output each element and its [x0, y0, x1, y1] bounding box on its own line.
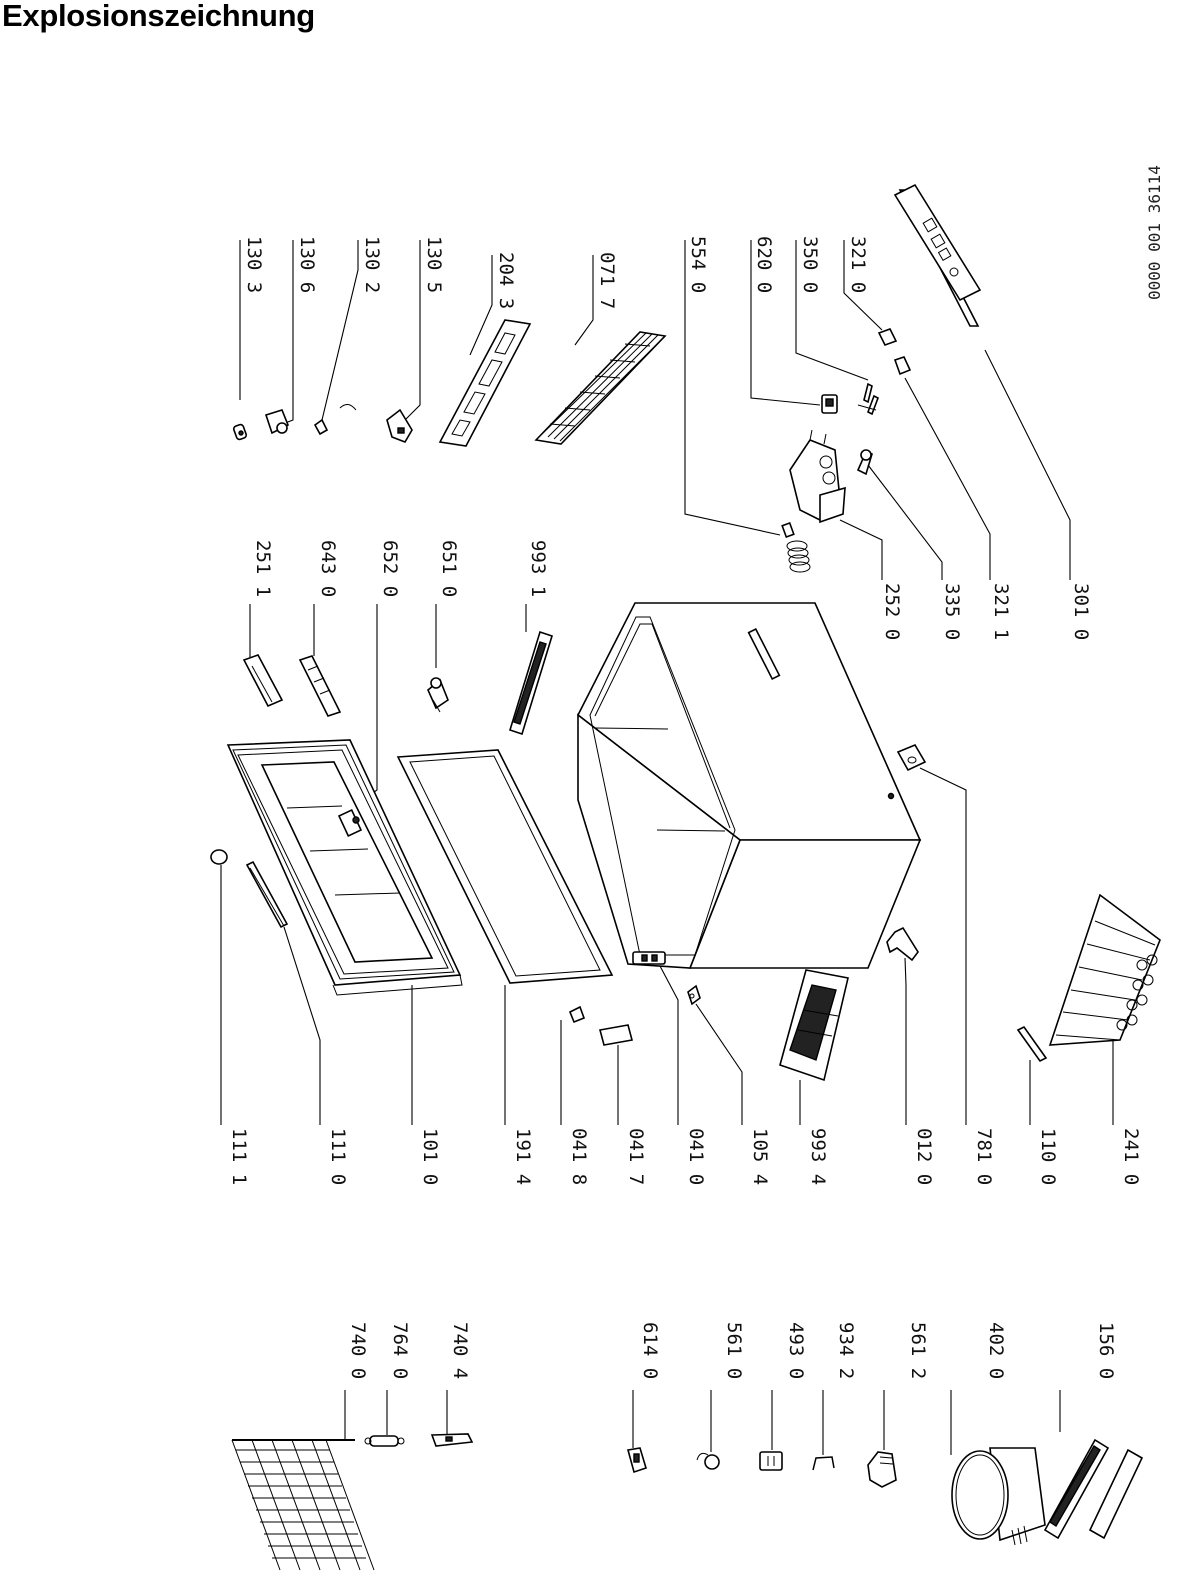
leader-lines-lower: [220, 767, 1114, 1125]
part-label-204-3[interactable]: 204 3: [495, 252, 517, 309]
part-cabinet-body[interactable]: [576, 602, 922, 969]
part-label-493-0[interactable]: 493 0: [785, 1322, 807, 1379]
part-561-0-overload[interactable]: [696, 1452, 720, 1470]
drawing-reference: 0000 001 36114: [1145, 165, 1164, 300]
part-label-350-0[interactable]: 350 0: [799, 236, 821, 293]
part-252-0-thermostat-housing[interactable]: [789, 429, 846, 524]
part-130-5-bracket[interactable]: [386, 408, 413, 443]
part-label-652-0[interactable]: 652 0: [379, 540, 401, 597]
part-label-620-0[interactable]: 620 0: [753, 236, 775, 293]
part-label-156-0[interactable]: 156 0: [1095, 1322, 1117, 1379]
part-label-335-0[interactable]: 335 0: [941, 583, 963, 640]
part-041-8-clip[interactable]: [568, 1005, 586, 1024]
part-label-252-0[interactable]: 252 0: [881, 583, 903, 640]
part-label-191-4[interactable]: 191 4: [512, 1128, 534, 1185]
part-label-012-0[interactable]: 012 0: [913, 1128, 935, 1185]
part-label-643-0[interactable]: 643 0: [317, 540, 339, 597]
label-group-lower: 111 1 111 0 101 0 191 4 041 8 041 7 041 …: [228, 1128, 1142, 1185]
part-321-1-lamp-cover[interactable]: [893, 356, 912, 376]
leader-lines-bottom: [344, 1390, 1061, 1455]
part-label-651-0[interactable]: 651 0: [438, 540, 460, 597]
part-934-2-clamp[interactable]: [812, 1456, 835, 1471]
part-label-130-5[interactable]: 130 5: [423, 236, 445, 293]
part-335-0-knob[interactable]: [856, 449, 873, 476]
part-label-110-0[interactable]: 110 0: [1037, 1128, 1059, 1185]
part-label-071-7[interactable]: 071 7: [596, 252, 618, 309]
part-111-0-handle-strip[interactable]: [245, 860, 289, 929]
part-101-0-lid[interactable]: [226, 739, 463, 996]
part-130-3-clip[interactable]: [232, 423, 248, 441]
part-493-0-cap[interactable]: [759, 1451, 783, 1471]
part-label-251-1[interactable]: 251 1: [252, 540, 274, 597]
part-156-0-grille[interactable]: [1043, 1438, 1144, 1540]
part-740-0-condenser-coil[interactable]: [231, 1439, 375, 1571]
part-label-402-0[interactable]: 402 0: [985, 1322, 1007, 1379]
part-label-740-4[interactable]: 740 4: [449, 1322, 471, 1379]
part-204-3-shelf[interactable]: [438, 319, 532, 447]
part-643-0-handle[interactable]: [298, 655, 342, 717]
part-321-0-lamp-cover[interactable]: [877, 328, 898, 346]
part-label-934-2[interactable]: 934 2: [835, 1322, 857, 1379]
part-191-4-gasket[interactable]: [396, 749, 614, 984]
part-012-0-hinge[interactable]: [886, 926, 919, 962]
part-label-301-0[interactable]: 301 0: [1070, 583, 1092, 640]
part-label-993-4[interactable]: 993 4: [807, 1128, 829, 1185]
leader-lines-top: [239, 240, 883, 536]
part-301-0-control-panel[interactable]: [893, 183, 982, 327]
part-label-111-1[interactable]: 111 1: [228, 1128, 250, 1185]
label-group-top: 130 3 130 6 130 2 130 5 204 3 071 7 554 …: [243, 236, 869, 309]
part-041-0-connector[interactable]: [632, 951, 666, 965]
part-614-0-relay[interactable]: [626, 1447, 647, 1474]
part-label-105-4[interactable]: 105 4: [749, 1128, 771, 1185]
page-title: Explosionszeichnung: [2, 0, 315, 33]
part-764-0-filter-drier[interactable]: [364, 1435, 405, 1447]
part-554-0-lamp-spring[interactable]: [781, 521, 811, 573]
part-105-4-fuse-holder[interactable]: [687, 984, 701, 1006]
part-111-1-button[interactable]: [210, 849, 228, 865]
basket-mesh-pattern: [1116, 954, 1158, 1031]
part-label-561-2[interactable]: 561 2: [907, 1322, 929, 1379]
part-label-041-7[interactable]: 041 7: [625, 1128, 647, 1185]
part-740-4-bracket[interactable]: [430, 1433, 474, 1447]
part-label-241-0[interactable]: 241 0: [1120, 1128, 1142, 1185]
part-label-321-1[interactable]: 321 1: [990, 583, 1012, 640]
part-label-321-0[interactable]: 321 0: [847, 236, 869, 293]
part-label-130-3[interactable]: 130 3: [243, 236, 265, 293]
part-label-740-0[interactable]: 740 0: [347, 1322, 369, 1379]
part-350-0-thermostat-sensor[interactable]: [857, 382, 880, 416]
part-label-111-0[interactable]: 111 0: [327, 1128, 349, 1185]
part-110-0-handle[interactable]: [1016, 1025, 1048, 1063]
part-251-1-hinge-cover[interactable]: [242, 654, 284, 708]
part-402-0-compressor[interactable]: [951, 1447, 1046, 1546]
part-130-2-screw[interactable]: [313, 404, 357, 436]
part-041-7-cover[interactable]: [599, 1024, 633, 1046]
part-label-101-0[interactable]: 101 0: [419, 1128, 441, 1185]
part-label-993-1[interactable]: 993 1: [527, 540, 549, 597]
part-label-614-0[interactable]: 614 0: [639, 1322, 661, 1379]
part-label-041-0[interactable]: 041 0: [685, 1128, 707, 1185]
part-label-130-2[interactable]: 130 2: [361, 236, 383, 293]
part-993-1-filter[interactable]: [509, 630, 553, 736]
label-group-middle: 251 1 643 0 652 0 651 0 993 1: [252, 540, 549, 597]
part-620-0-switch[interactable]: [821, 394, 838, 414]
part-241-0-basket[interactable]: [1048, 893, 1161, 1046]
part-071-7-grille[interactable]: [534, 331, 667, 445]
part-label-561-0[interactable]: 561 0: [723, 1322, 745, 1379]
part-561-2-relay[interactable]: [867, 1451, 897, 1488]
part-label-764-0[interactable]: 764 0: [389, 1322, 411, 1379]
label-group-bottom: 740 0 764 0 740 4 614 0 561 0 493 0 934 …: [347, 1322, 1117, 1379]
part-651-0-lamp-holder[interactable]: [427, 677, 449, 713]
part-993-4-evaporator-plate[interactable]: [779, 969, 849, 1082]
leader-lines-control: [839, 349, 1071, 580]
part-label-554-0[interactable]: 554 0: [687, 236, 709, 293]
part-130-6-hinge[interactable]: [264, 409, 290, 435]
part-label-130-6[interactable]: 130 6: [296, 236, 318, 293]
part-652-0-lamp-socket[interactable]: [337, 809, 363, 837]
part-label-781-0[interactable]: 781 0: [973, 1128, 995, 1185]
part-label-041-8[interactable]: 041 8: [568, 1128, 590, 1185]
part-781-0-lamp-bracket[interactable]: [896, 743, 927, 772]
label-group-control: 252 0 335 0 321 1 301 0: [881, 583, 1092, 640]
